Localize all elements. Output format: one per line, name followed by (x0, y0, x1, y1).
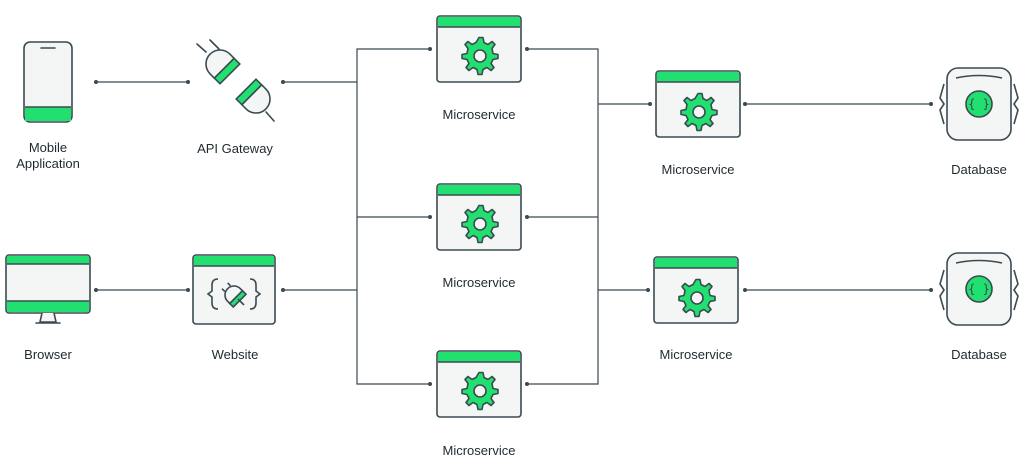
ms-right-bot-icon (653, 256, 739, 324)
ms-mid-icon (436, 183, 522, 251)
plug-connector-icon (196, 39, 275, 122)
db-bot-label: Database (951, 347, 1007, 362)
ms-mid-label: Microservice (442, 275, 516, 290)
mobile-label-line1: Mobile (28, 140, 68, 155)
ms-right-top-label: Microservice (661, 162, 735, 177)
mobile-phone-icon (23, 41, 73, 123)
db-top-icon: { } (939, 67, 1019, 141)
website-label: Website (211, 347, 259, 362)
ms-bot-label: Microservice (442, 443, 516, 458)
ms-right-top-icon (655, 70, 741, 138)
ms-top-icon (436, 15, 522, 83)
db-bot-icon: { } (939, 252, 1019, 326)
mobile-label-line2: Application (16, 156, 80, 171)
desktop-monitor-icon (5, 254, 91, 324)
ms-right-bot-label: Microservice (659, 347, 733, 362)
ms-bot-icon (436, 350, 522, 418)
db-top-label: Database (951, 162, 1007, 177)
connector-dots (94, 47, 933, 386)
connectors (96, 48, 931, 385)
svg-text:{ }: { } (968, 97, 990, 111)
svg-text:{ }: { } (968, 282, 990, 296)
website-code-icon (192, 254, 276, 325)
mobile-label: Mobile Application (16, 140, 80, 172)
browser-label: Browser (24, 347, 72, 362)
api-gateway-label: API Gateway (197, 141, 273, 156)
ms-top-label: Microservice (442, 107, 516, 122)
